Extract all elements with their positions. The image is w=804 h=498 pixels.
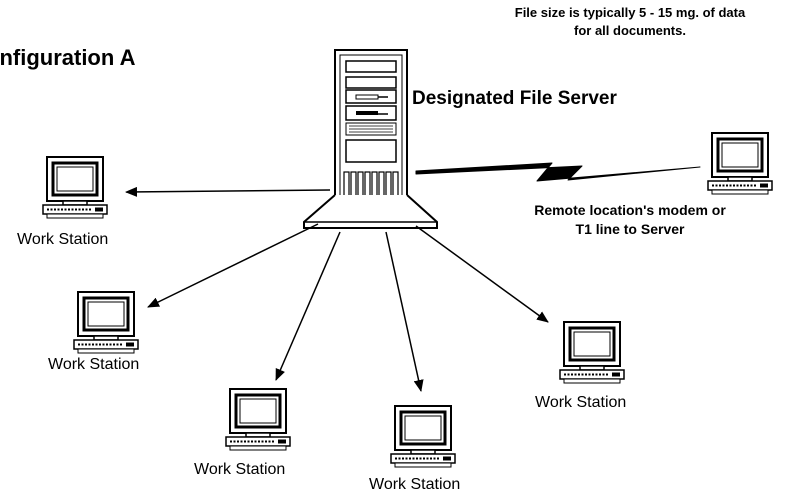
file-size-note-line1: File size is typically 5 - 15 mg. of dat… (514, 5, 746, 20)
workstation-label-4: Work Station (369, 476, 461, 493)
server-icon (303, 49, 438, 229)
remote-label-line2: T1 line to Server (575, 221, 685, 237)
diagram-title: onfiguration A (0, 45, 136, 70)
file-size-note: File size is typically 5 - 15 mg. of dat… (460, 4, 800, 40)
workstation-label-3: Work Station (194, 461, 286, 478)
arrow-to-workstation-2 (147, 223, 319, 308)
workstation-label-1: Work Station (17, 231, 109, 248)
remote-label-line1: Remote location's modem or (534, 202, 726, 218)
workstation-icon-2 (72, 290, 140, 355)
workstation-icon-4 (389, 404, 457, 469)
modem-link-bolt (415, 162, 701, 182)
arrow-to-workstation-5 (415, 225, 549, 323)
arrow-to-workstation-1 (125, 186, 331, 197)
file-size-note-line2: for all documents. (574, 23, 686, 38)
workstation-icon-1 (41, 155, 109, 220)
connection-arrows (125, 186, 549, 392)
workstation-label-5: Work Station (535, 394, 627, 411)
arrow-to-workstation-3 (275, 231, 341, 381)
workstation-label-2: Work Station (48, 356, 140, 373)
workstation-icon-3 (224, 387, 292, 452)
workstation-icon-5 (558, 320, 626, 385)
remote-computer-icon (706, 131, 774, 196)
arrow-to-workstation-4 (385, 231, 424, 392)
server-label: Designated File Server (412, 88, 617, 109)
remote-location-label: Remote location's modem or T1 line to Se… (480, 201, 780, 239)
